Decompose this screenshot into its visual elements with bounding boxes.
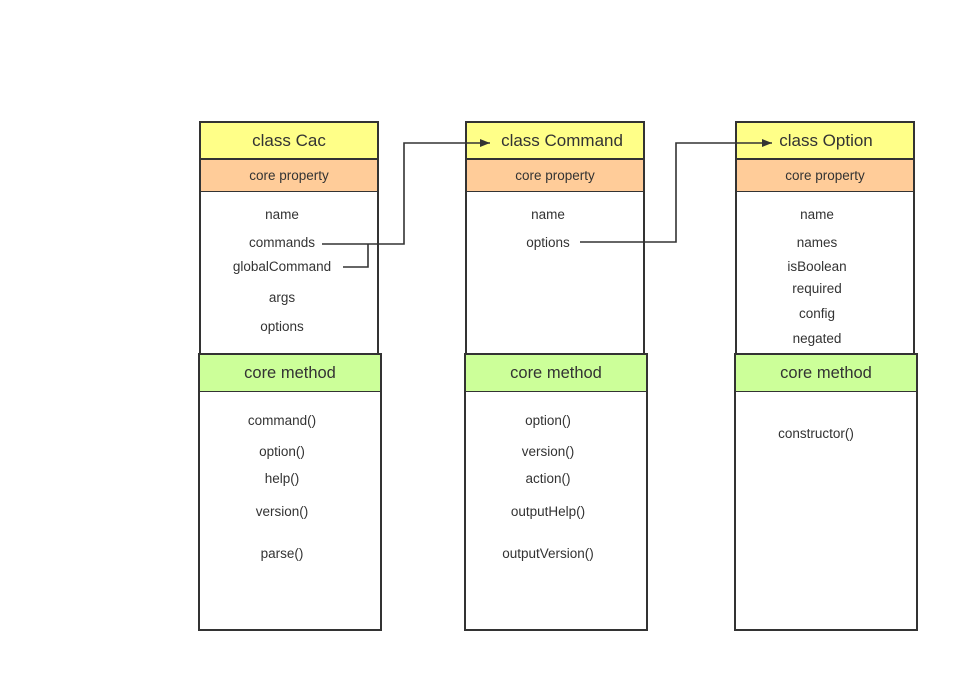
property-args: args [268,290,296,305]
property-commands: commands [248,235,316,250]
class-cac-box: class Cac core property name commands gl… [198,121,382,631]
method-version: version() [521,444,575,459]
method-constructor: constructor() [778,426,854,441]
class-command-box: class Command core property name options… [464,121,648,631]
property-is-boolean: isBoolean [787,259,847,274]
class-option-title-text: class Option [779,130,873,150]
class-command-property-header: core property [465,160,645,193]
property-config: config [798,306,836,321]
property-global-command: globalCommand [232,259,332,274]
class-cac-title: class Cac [199,121,379,160]
property-options: options [526,235,570,250]
property-negated: negated [792,331,842,346]
class-option-method-header: core method [734,353,918,393]
property-name: name [265,207,299,222]
property-name: name [531,207,565,222]
class-option-title: class Option [735,121,915,160]
method-help: help() [264,471,300,486]
class-option-box: class Option core property name names is… [734,121,918,631]
method-version: version() [255,504,309,519]
class-cac-method-header: core method [198,353,382,393]
method-action: action() [525,471,571,486]
class-command-method-header: core method [464,353,648,393]
method-output-help: outputHelp() [510,504,586,519]
class-option-property-header: core property [735,160,915,193]
class-command-title-text: class Command [501,130,623,150]
method-option: option() [259,444,305,459]
method-command: command() [247,413,317,428]
class-cac-property-header: core property [199,160,379,193]
property-options: options [260,319,304,334]
class-command-title: class Command [465,121,645,160]
method-output-version: outputVersion() [502,546,594,561]
property-required: required [792,281,842,296]
method-option: option() [525,413,571,428]
class-option-method-list [734,392,918,631]
class-command-method-list [464,392,648,631]
property-names: names [796,235,838,250]
class-cac-method-list [198,392,382,631]
method-parse: parse() [260,546,304,561]
property-name: name [800,207,834,222]
